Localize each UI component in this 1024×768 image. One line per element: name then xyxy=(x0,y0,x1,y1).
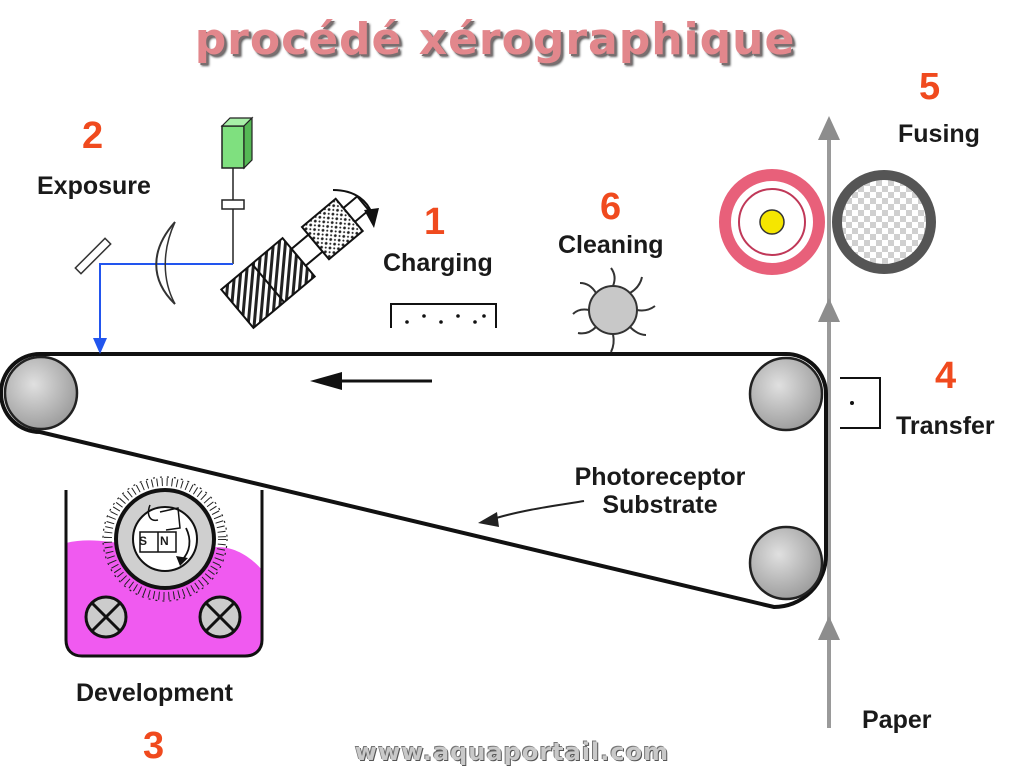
mirror-icon xyxy=(74,237,112,275)
lens-icon xyxy=(155,221,176,305)
belt-roller-right-bottom xyxy=(748,525,824,601)
page-title: procédé xérographique xyxy=(194,14,796,65)
magnet-north-label: N xyxy=(160,534,169,548)
paper-label: Paper xyxy=(862,706,932,734)
magnet-south-label: S xyxy=(139,534,148,548)
belt-roller-right-top xyxy=(748,356,824,432)
fuser-unit xyxy=(719,169,936,275)
development-unit xyxy=(64,476,264,658)
step-label-exposure: Exposure xyxy=(37,172,151,200)
charger-icon xyxy=(390,303,497,328)
paper-path xyxy=(818,116,840,728)
exposure-unit xyxy=(74,116,379,354)
cleaning-brush-icon xyxy=(572,267,656,353)
photoreceptor-label-line2: Substrate xyxy=(602,490,718,519)
step-number-charging: 1 xyxy=(424,201,446,243)
step-number-cleaning: 6 xyxy=(600,186,622,228)
belt-roller-left xyxy=(3,355,79,431)
step-number-exposure: 2 xyxy=(82,115,104,157)
transfer-corotron-icon xyxy=(840,377,881,429)
step-number-development: 3 xyxy=(143,725,165,767)
step-label-charging: Charging xyxy=(383,249,493,277)
polygon-mirror-icon xyxy=(219,194,371,330)
photoreceptor-belt xyxy=(0,351,829,610)
photoreceptor-pointer xyxy=(489,500,585,521)
paper-arrow-middle xyxy=(818,298,840,322)
step-number-transfer: 4 xyxy=(935,355,957,397)
step-label-development: Development xyxy=(76,679,233,707)
developer-roller-icon xyxy=(102,476,228,602)
laser-beam xyxy=(99,263,233,342)
pressure-roller-icon xyxy=(832,170,936,274)
laser-icon xyxy=(221,125,245,169)
paper-arrow-top xyxy=(818,116,840,140)
photoreceptor-label-line1: Photoreceptor xyxy=(574,463,746,491)
step-label-transfer: Transfer xyxy=(896,412,995,440)
step-label-cleaning: Cleaning xyxy=(558,231,664,259)
paper-arrow-bottom xyxy=(818,616,840,640)
belt-direction-arrow xyxy=(310,372,342,390)
step-number-fusing: 5 xyxy=(919,66,941,108)
step-label-fusing: Fusing xyxy=(898,120,980,148)
toner-agitator-icon xyxy=(84,595,242,639)
photoreceptor-label: Photoreceptor Substrate xyxy=(550,463,770,519)
watermark-url: www.aquaportail.com xyxy=(354,738,670,766)
